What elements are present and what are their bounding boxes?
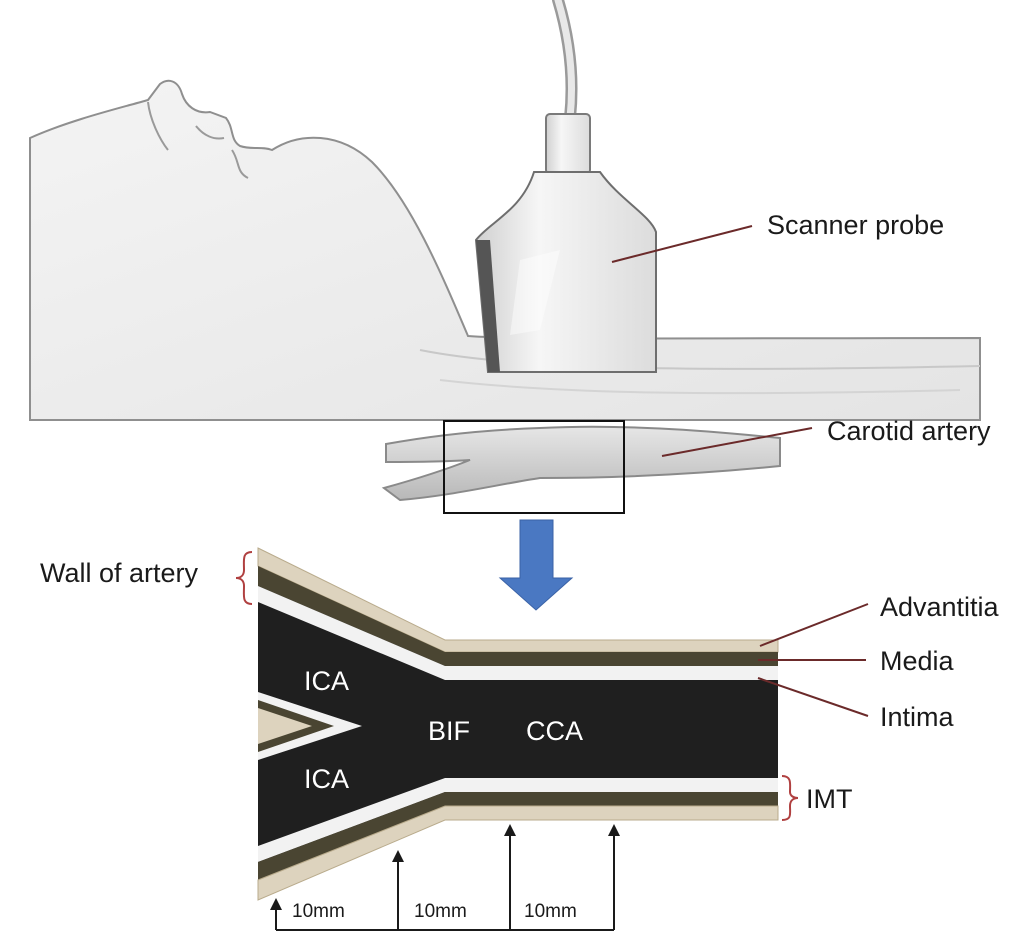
label-media: Media	[880, 646, 954, 676]
imt-bracket	[781, 775, 799, 821]
carotid-vessel-illustration	[381, 420, 781, 514]
label-imt: IMT	[806, 784, 853, 814]
artery-wall-schematic	[257, 547, 779, 901]
zoom-region-box	[443, 420, 625, 514]
label-advantitia: Advantitia	[880, 592, 999, 622]
label-scanner-probe: Scanner probe	[767, 210, 945, 240]
wall-bracket	[235, 551, 253, 605]
label-intima: Intima	[880, 702, 954, 732]
label-distance-1: 10mm	[292, 901, 345, 922]
label-ica-upper: ICA	[304, 666, 350, 696]
label-bif: BIF	[428, 716, 471, 746]
label-ica-lower: ICA	[304, 764, 350, 794]
measurement-arrowheads	[270, 824, 620, 910]
media-top	[258, 566, 778, 666]
label-carotid-artery: Carotid artery	[827, 416, 991, 446]
intima-top	[258, 586, 778, 680]
label-wall-of-artery: Wall of artery	[40, 558, 199, 588]
adventitia-bottom	[257, 805, 779, 901]
intima-bottom	[258, 778, 778, 862]
label-cca: CCA	[526, 716, 584, 746]
down-arrow-icon	[498, 519, 574, 611]
label-distance-2: 10mm	[414, 901, 467, 922]
label-distance-3: 10mm	[524, 901, 577, 922]
media-bottom	[258, 792, 778, 880]
scanner-probe-illustration	[474, 0, 657, 373]
leader-lines	[611, 225, 869, 717]
